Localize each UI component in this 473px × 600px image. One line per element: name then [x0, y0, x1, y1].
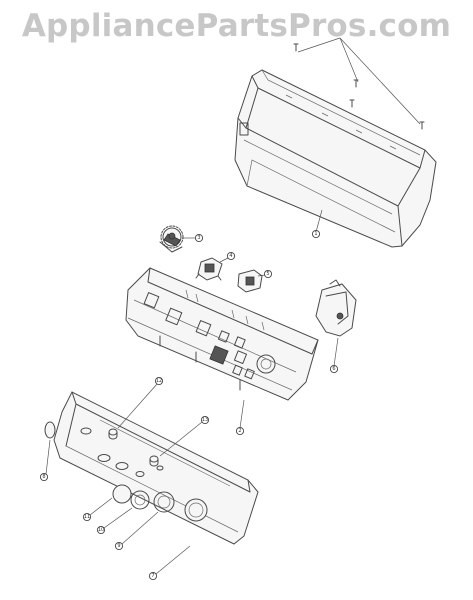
svg-text:3: 3 — [197, 235, 200, 241]
svg-text:11: 11 — [84, 514, 90, 520]
svg-text:10: 10 — [98, 527, 104, 533]
callout-3-timer: 3 — [182, 233, 204, 243]
svg-text:5: 5 — [266, 271, 269, 277]
callout-5-switch: 5 — [257, 269, 273, 279]
svg-text:13: 13 — [202, 417, 208, 423]
svg-text:8: 8 — [42, 474, 45, 480]
watermark: AppliancePartsPros.com — [21, 8, 452, 44]
callout-7-control-panel: 7 — [148, 545, 191, 581]
backsplash-part — [234, 37, 437, 248]
bracket-part — [315, 279, 357, 337]
callout-2-control-board: 2 — [235, 399, 245, 436]
button-part-13 — [149, 455, 159, 467]
switch-part-b — [237, 269, 263, 293]
svg-text:4: 4 — [229, 253, 232, 259]
svg-text:2: 2 — [238, 428, 241, 434]
callout-1-backsplash: 1 — [311, 209, 323, 239]
callout-6-bracket: 6 — [329, 337, 339, 374]
svg-text:7: 7 — [151, 573, 154, 579]
switch-part-a — [195, 257, 223, 281]
callout-8-knob: 8 — [39, 439, 51, 482]
button-part-12 — [108, 428, 118, 440]
callout-11-button: 11 — [82, 497, 113, 522]
svg-text:9: 9 — [117, 543, 120, 549]
callout-4-switch: 4 — [219, 251, 236, 263]
callout-13-button: 13 — [159, 415, 210, 457]
callout-9-knob: 9 — [114, 511, 159, 551]
control-board-part — [125, 267, 319, 401]
svg-text:6: 6 — [332, 366, 335, 372]
timer-part — [159, 225, 184, 253]
callout-12-button: 12 — [117, 376, 164, 429]
callout-10-knob: 10 — [96, 507, 133, 535]
svg-text:1: 1 — [314, 231, 317, 237]
svg-text:12: 12 — [156, 378, 162, 384]
control-panel-part — [44, 391, 259, 545]
